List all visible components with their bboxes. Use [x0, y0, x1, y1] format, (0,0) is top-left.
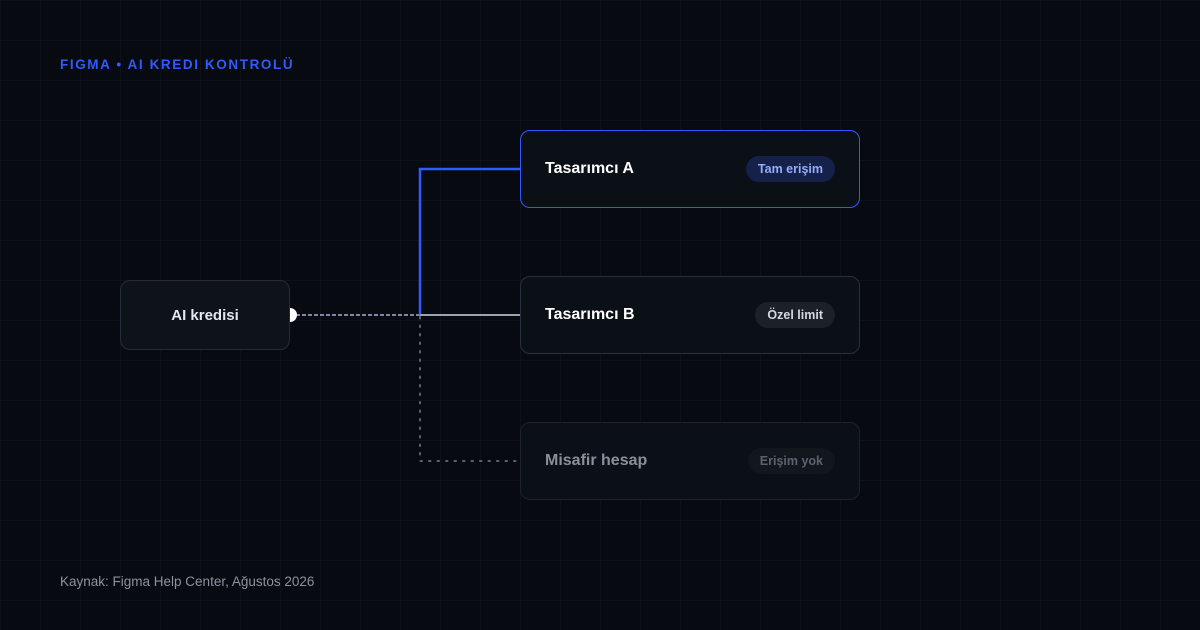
- access-badge-none: Erişim yok: [747, 448, 835, 474]
- target-node-label: Tasarımcı B: [545, 306, 635, 323]
- source-port-dot: [290, 308, 297, 322]
- target-node-designer-a: Tasarımcı A Tam erişim: [520, 130, 860, 208]
- target-node-designer-b: Tasarımcı B Özel limit: [520, 276, 860, 354]
- source-node-label: AI kredisi: [171, 306, 239, 324]
- target-node-guest: Misafir hesap Erişim yok: [520, 422, 860, 500]
- connector-designer-a: [418, 167, 520, 315]
- connector-guest: [419, 316, 521, 462]
- source-footnote: Kaynak: Figma Help Center, Ağustos 2026: [60, 574, 315, 589]
- access-badge-custom: Özel limit: [755, 302, 835, 328]
- access-badge-full: Tam erişim: [745, 156, 835, 182]
- target-node-label: Tasarımcı A: [545, 160, 634, 177]
- target-node-label: Misafir hesap: [545, 452, 648, 469]
- source-node: AI kredisi: [120, 280, 290, 350]
- page-eyebrow: FIGMA • AI KREDI KONTROLÜ: [60, 57, 295, 72]
